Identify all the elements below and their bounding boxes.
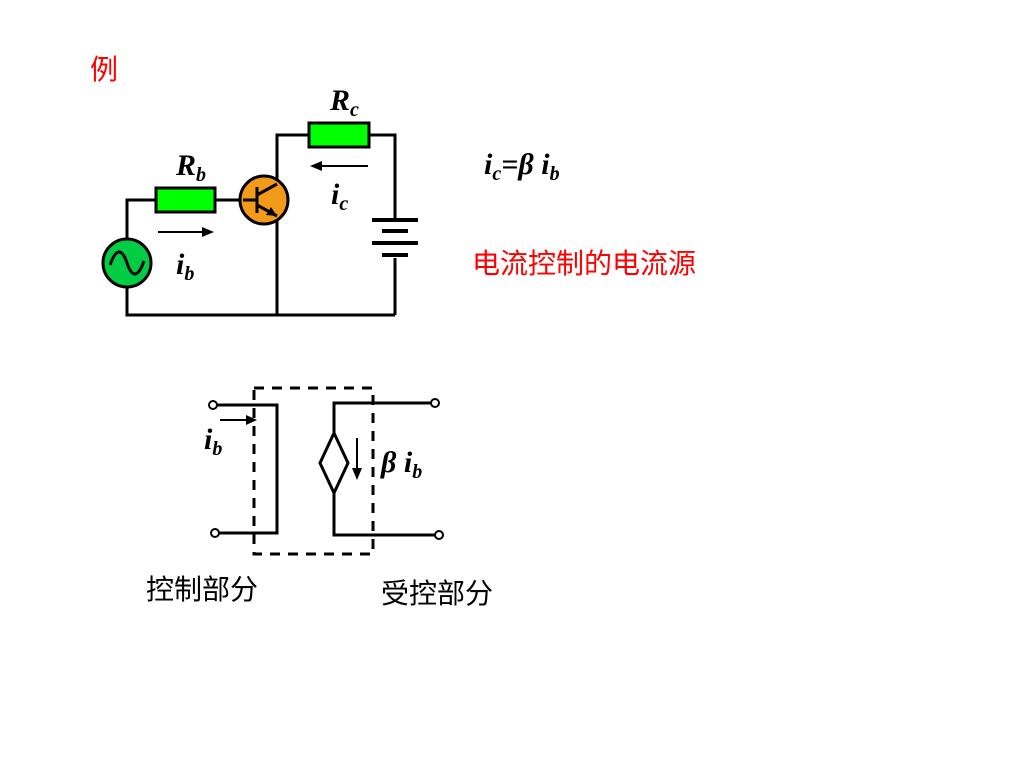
ib-arrow <box>158 227 214 237</box>
rb-label: Rb <box>176 149 207 186</box>
rc-label: Rc <box>330 84 359 121</box>
equation: ic=β ib <box>484 148 560 185</box>
ic-arrow <box>310 161 368 171</box>
model-wires <box>217 401 438 537</box>
example-label: 例 <box>90 53 119 86</box>
ac-source-symbol <box>101 237 153 289</box>
controlled-source-dashed-box <box>252 386 375 556</box>
model-terminals <box>208 398 444 540</box>
battery-symbol <box>372 218 418 257</box>
cccs-caption: 电流控制的电流源 <box>472 247 697 280</box>
ic-label: ic <box>331 178 349 215</box>
model-source-label: β ib <box>381 446 423 483</box>
resistor-rc <box>307 121 371 149</box>
controlled-part-label: 受控部分 <box>381 577 494 610</box>
circuit-wires <box>125 133 397 317</box>
control-part-label: 控制部分 <box>146 573 259 606</box>
model-ib-arrow <box>220 415 257 425</box>
resistor-rb <box>154 186 217 214</box>
ib-label: ib <box>176 248 195 285</box>
transistor-symbol <box>238 174 290 226</box>
dependent-source-symbol <box>318 429 362 497</box>
model-ib-label: ib <box>204 423 223 460</box>
